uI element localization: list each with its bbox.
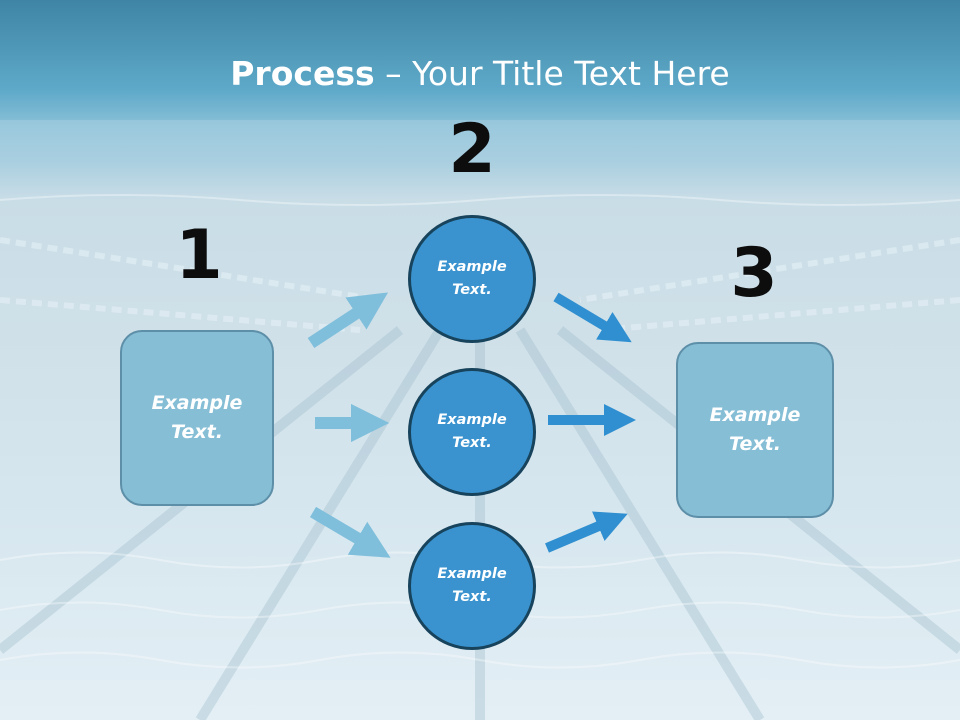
title-bold: Process bbox=[230, 54, 375, 93]
step-number-2: 2 bbox=[448, 110, 496, 189]
step-2-circle-top: Example Text. bbox=[408, 215, 536, 343]
step-number-1: 1 bbox=[175, 216, 223, 295]
arrow-1-to-bottom bbox=[309, 506, 391, 558]
slide-title: Process – Your Title Text Here bbox=[0, 52, 960, 96]
step-1-text: Example Text. bbox=[151, 392, 243, 443]
step-number-3: 3 bbox=[730, 234, 778, 313]
circle-top-text: Example Text. bbox=[437, 259, 507, 298]
arrow-top-to-3 bbox=[553, 292, 632, 343]
step-2-circle-middle: Example Text. bbox=[408, 368, 536, 496]
circle-bottom-text: Example Text. bbox=[437, 566, 507, 605]
step-1-box: Example Text. bbox=[120, 330, 274, 506]
step-3-text: Example Text. bbox=[709, 404, 801, 455]
circle-middle-text: Example Text. bbox=[437, 412, 507, 451]
step-2-circle-bottom: Example Text. bbox=[408, 522, 536, 650]
arrow-1-to-top bbox=[307, 292, 389, 349]
arrow-bottom-to-3 bbox=[545, 511, 628, 553]
step-3-box: Example Text. bbox=[676, 342, 834, 518]
title-rest: – Your Title Text Here bbox=[374, 54, 730, 93]
